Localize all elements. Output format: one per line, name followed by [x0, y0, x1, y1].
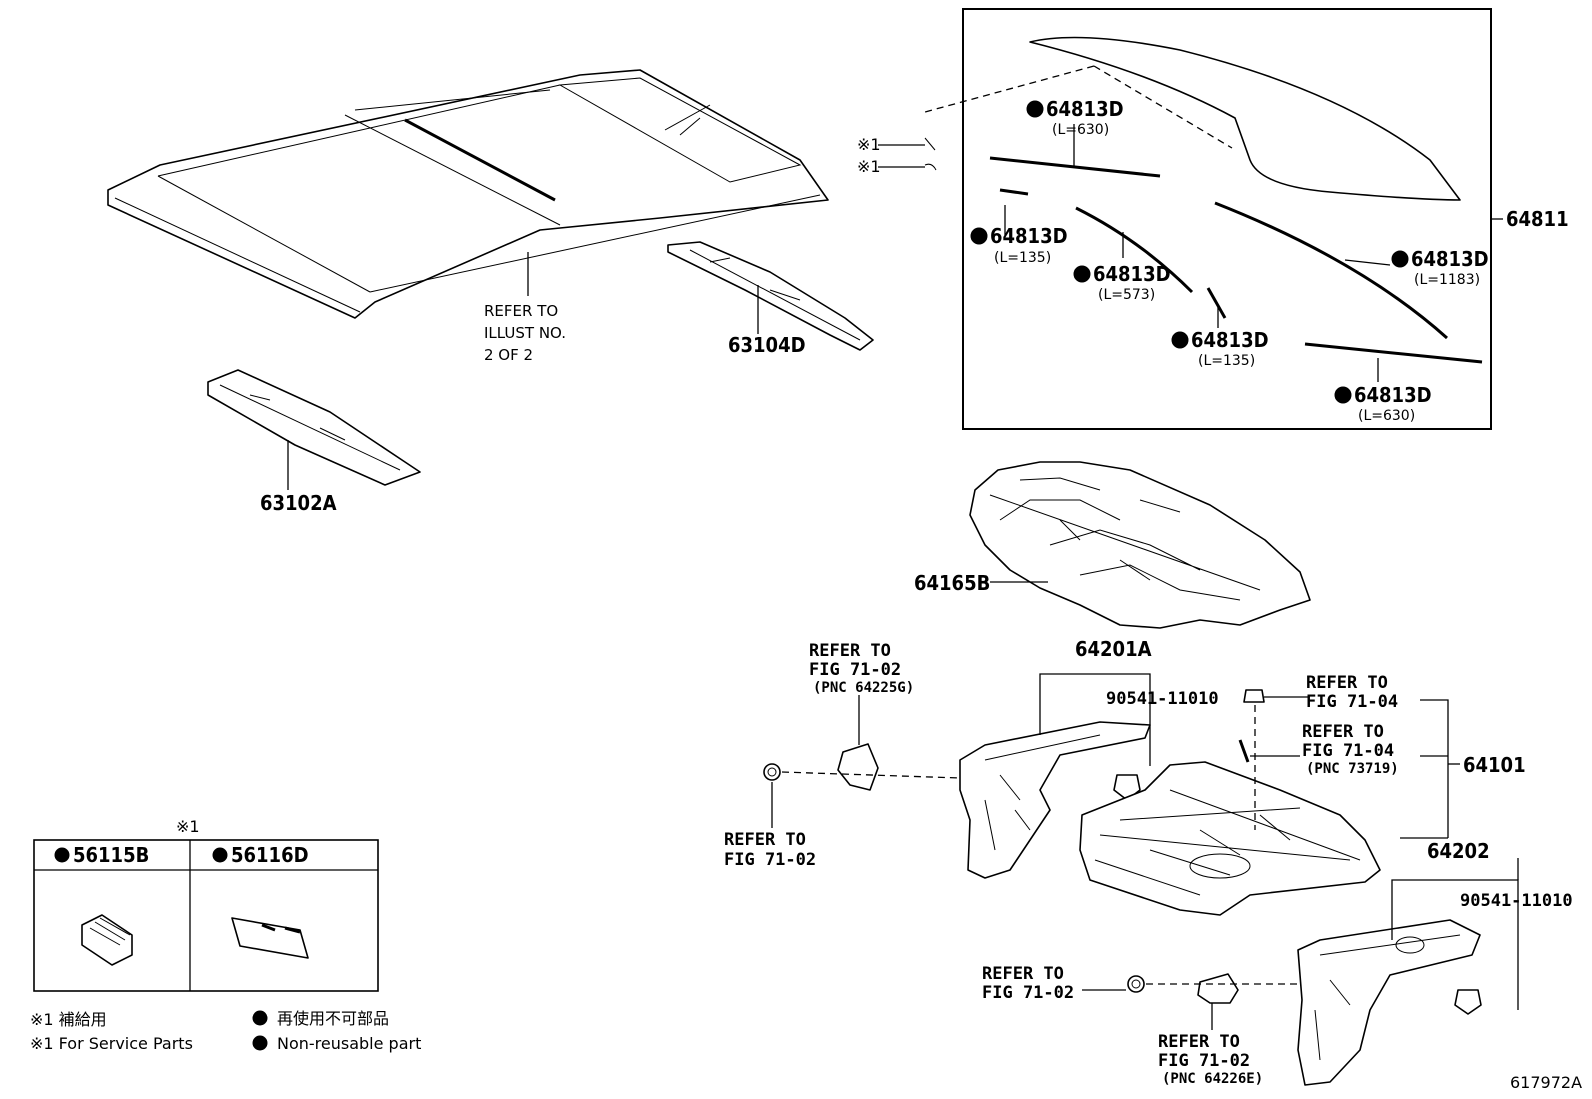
molding-strip-1 [989, 156, 1161, 178]
hinge-bracket-right [1197, 973, 1239, 1004]
tape-56116D-drawing [231, 917, 309, 959]
note-nonreuse-jp: 再使用不可部品 [277, 1009, 389, 1028]
ref-block-6: REFER TO FIG 71-02 (PNC 64226E) [1158, 1032, 1263, 1087]
part-label-64202: 64202 [1427, 839, 1490, 863]
service-mark-2: ※1 [857, 157, 881, 176]
nonreuse-dot [54, 847, 70, 863]
package-tray-silencer-64165B [969, 461, 1311, 629]
note-nonreuse-en: Non-reusable part [277, 1034, 421, 1053]
svg-text:(L=135): (L=135) [994, 250, 1051, 266]
grommet-right [1127, 975, 1145, 993]
part-label-63102A: 63102A [260, 491, 337, 515]
hinge-bracket-left [837, 743, 879, 791]
svg-text:64813D: 64813D [1093, 262, 1171, 286]
legend-notes: ※1 補給用 ※1 For Service Parts 再使用不可部品 Non-… [30, 1009, 421, 1053]
molding-strip-3 [1075, 206, 1194, 294]
part-label-64101: 64101 [1463, 753, 1526, 777]
package-tray-brace-left [959, 721, 1151, 879]
svg-text:(L=1183): (L=1183) [1414, 272, 1480, 288]
svg-text:REFER TO: REFER TO [809, 641, 891, 661]
svg-text:FIG 71-02: FIG 71-02 [982, 983, 1074, 1003]
pin-64101 [1238, 739, 1250, 763]
svg-text:FIG 71-02: FIG 71-02 [724, 850, 816, 870]
svg-text:64813D: 64813D [1191, 328, 1269, 352]
svg-text:(PNC 73719): (PNC 73719) [1306, 761, 1399, 777]
svg-text:REFER TO: REFER TO [982, 964, 1064, 984]
molding-label-2: 64813D (L=135) [970, 224, 1068, 266]
legend-part-56115B: 56115B [73, 843, 149, 867]
ref-block-5: REFER TO FIG 71-02 [982, 964, 1074, 1003]
svg-text:(L=630): (L=630) [1052, 122, 1109, 138]
bolt-64101 [1243, 689, 1265, 703]
roof-glass-outline [1029, 36, 1461, 201]
note-service-jp: ※1 補給用 [30, 1010, 107, 1029]
molding-label-3: 64813D (L=573) [1073, 262, 1171, 303]
svg-text:FIG 71-02: FIG 71-02 [809, 660, 901, 680]
refer-illust-line-3: 2 OF 2 [484, 346, 533, 364]
svg-text:REFER TO: REFER TO [1158, 1032, 1240, 1052]
clip-fastener-2 [1454, 989, 1482, 1015]
molding-label-5: 64813D (L=135) [1171, 328, 1269, 369]
nonreuse-dot [970, 227, 988, 245]
nonreuse-dot [1073, 265, 1091, 283]
service-mark-1: ※1 [857, 135, 881, 154]
nonreuse-dot [1171, 331, 1189, 349]
molding-strip-4 [1214, 201, 1449, 340]
refer-illust-note: REFER TO ILLUST NO. 2 OF 2 [484, 302, 566, 364]
nonreuse-dot [1391, 250, 1409, 268]
svg-text:(L=573): (L=573) [1098, 287, 1155, 303]
legend-part-56116D: 56116D [231, 843, 309, 867]
svg-text:(PNC 64225G): (PNC 64225G) [813, 680, 914, 696]
nonreuse-dot [1026, 100, 1044, 118]
svg-text:(L=135): (L=135) [1198, 353, 1255, 369]
svg-text:64813D: 64813D [1354, 383, 1432, 407]
nonreuse-dot [252, 1035, 268, 1051]
svg-text:(L=630): (L=630) [1358, 408, 1415, 424]
ref-block-2: REFER TO FIG 71-02 [724, 830, 816, 870]
service-mark-clips: ※1 ※1 [857, 135, 937, 176]
roof-panel [107, 69, 829, 319]
svg-text:FIG 71-04: FIG 71-04 [1302, 741, 1394, 761]
part-label-64165B: 64165B [914, 571, 990, 595]
svg-text:REFER TO: REFER TO [1306, 673, 1388, 693]
molding-label-6: 64813D (L=630) [1334, 383, 1432, 424]
refer-illust-line-2: ILLUST NO. [484, 324, 566, 342]
legend-service-mark: ※1 [176, 817, 200, 836]
molding-strip-2 [999, 188, 1029, 196]
part-label-63104D: 63104D [728, 333, 806, 357]
front-roof-header-63102A [207, 369, 421, 486]
molding-label-4: 64813D (L=1183) [1391, 247, 1489, 288]
bolt-label-1: 90541-11010 [1106, 689, 1219, 709]
ref-block-1: REFER TO FIG 71-02 (PNC 64225G) [809, 641, 914, 696]
svg-text:FIG 71-02: FIG 71-02 [1158, 1051, 1250, 1071]
svg-text:REFER TO: REFER TO [1302, 722, 1384, 742]
svg-text:64813D: 64813D [1411, 247, 1489, 271]
molding-strip-6 [1304, 342, 1483, 364]
molding-label-1: 64813D (L=630) [1026, 97, 1124, 138]
bolt-label-2: 90541-11010 [1460, 891, 1573, 911]
nonreuse-dot [252, 1010, 268, 1026]
refer-illust-line-1: REFER TO [484, 302, 558, 320]
part-label-64811: 64811 [1506, 207, 1569, 231]
illustration-id: 617972A [1510, 1073, 1582, 1092]
nonreuse-dot [1334, 386, 1352, 404]
rear-roof-header-63104D [667, 241, 874, 351]
grommet-left [763, 763, 781, 781]
svg-text:REFER TO: REFER TO [724, 830, 806, 850]
package-tray-brace-right [1297, 919, 1481, 1086]
svg-text:64813D: 64813D [1046, 97, 1124, 121]
molding-strip-5 [1206, 287, 1227, 319]
service-parts-table: 56115B 56116D [33, 839, 379, 992]
package-tray-panel-64101 [1079, 761, 1381, 916]
ref-block-4: REFER TO FIG 71-04 (PNC 73719) [1302, 722, 1399, 777]
part-label-64201A: 64201A [1075, 637, 1152, 661]
ref-block-3: REFER TO FIG 71-04 [1306, 673, 1398, 712]
svg-text:(PNC 64226E): (PNC 64226E) [1162, 1071, 1263, 1087]
nonreuse-dot [212, 847, 228, 863]
svg-text:64813D: 64813D [990, 224, 1068, 248]
clip-56115B-drawing [81, 914, 133, 966]
svg-text:FIG 71-04: FIG 71-04 [1306, 692, 1398, 712]
note-service-en: ※1 For Service Parts [30, 1034, 193, 1053]
